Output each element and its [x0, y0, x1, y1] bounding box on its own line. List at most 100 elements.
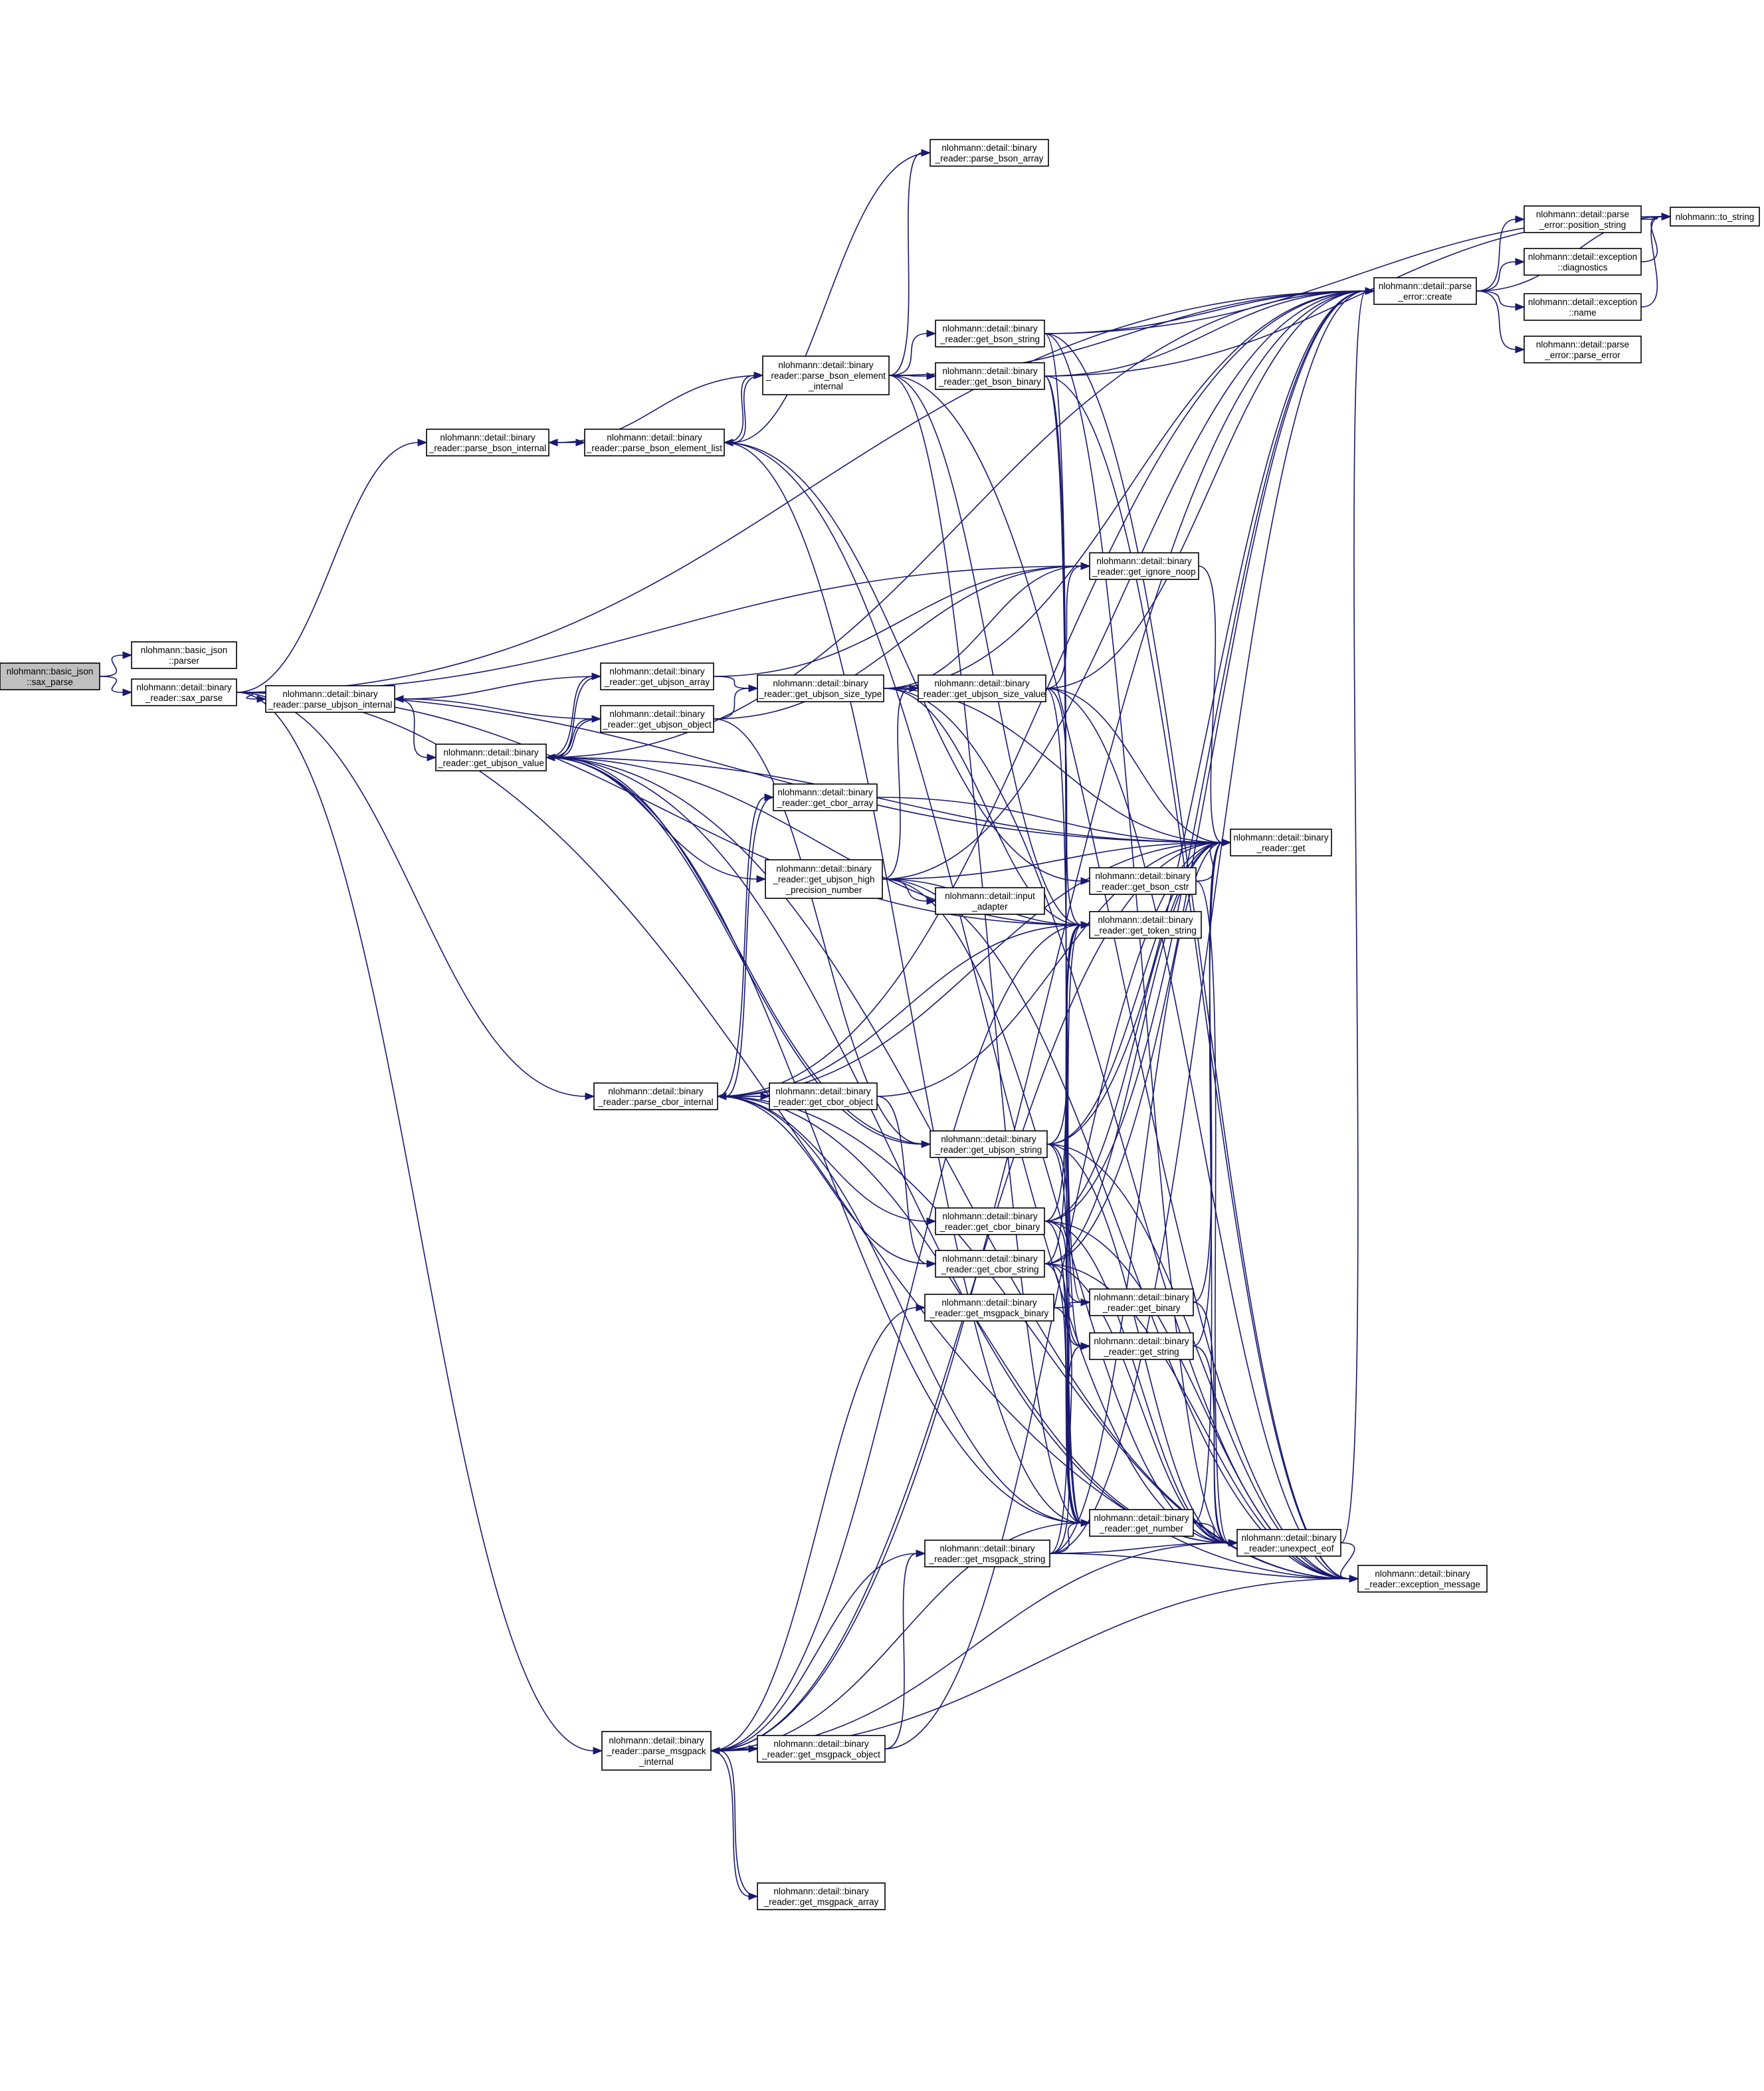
node-label-line: _reader::get_msgpack_array [763, 1897, 879, 1907]
edge-line [717, 797, 766, 1097]
edge-line [717, 1096, 1082, 1524]
node-parse_bson_internal[interactable]: nlohmann::detail::binary_reader::parse_b… [426, 429, 549, 456]
node-parse_cbor_internal[interactable]: nlohmann::detail::binary_reader::parse_c… [593, 1082, 718, 1110]
edge-parse_error_create-to-diagnostics [1476, 258, 1525, 292]
node-get_ubjson_size_value[interactable]: nlohmann::detail::binary_reader::get_ubj… [918, 674, 1046, 702]
node-label-line: nlohmann::detail::parse [1536, 340, 1629, 349]
node-get_msgpack_array[interactable]: nlohmann::detail::binary_reader::get_msg… [757, 1882, 886, 1910]
node-get_token_string[interactable]: nlohmann::detail::binary_reader::get_tok… [1089, 911, 1202, 939]
node-get_msgpack_object[interactable]: nlohmann::detail::binary_reader::get_msg… [757, 1735, 886, 1763]
node-box [935, 1207, 1045, 1235]
edge-get_ubjson_high_precision_number-to-get_ubjson_size_value [882, 684, 920, 880]
node-get_ubjson_size_type[interactable]: nlohmann::detail::binary_reader::get_ubj… [757, 674, 884, 702]
node-get_msgpack_string[interactable]: nlohmann::detail::binary_reader::get_msg… [924, 1540, 1050, 1567]
node-get_cbor_array[interactable]: nlohmann::detail::binary_reader::get_cbo… [773, 783, 878, 811]
node-label-line: nlohmann::detail::exception [1528, 252, 1637, 262]
node-get_bson_string[interactable]: nlohmann::detail::binary_reader::get_bso… [935, 320, 1045, 348]
node-exception_name[interactable]: nlohmann::detail::exception::name [1523, 293, 1642, 321]
node-parse_ubjson_internal[interactable]: nlohmann::detail::binary_reader::parse_u… [265, 685, 395, 713]
edge-line [883, 565, 1082, 689]
node-label-line: _reader::parse_msgpack [606, 1746, 706, 1756]
edge-line [1195, 842, 1223, 882]
node-get_binary[interactable]: nlohmann::detail::binary_reader::get_bin… [1089, 1288, 1194, 1316]
edge-line [888, 333, 928, 376]
edge-get_msgpack_binary-to-get_binary [1053, 1298, 1091, 1308]
edge-line [718, 1750, 758, 1897]
node-parse_bson_element_list[interactable]: nlohmann::detail::binary_reader::parse_b… [584, 429, 725, 456]
edge-line [717, 1096, 928, 1222]
node-label-line: nlohmann::detail::binary [609, 709, 705, 719]
edge-line [1193, 1522, 1230, 1543]
node-get_ubjson_object[interactable]: nlohmann::detail::binary_reader::get_ubj… [600, 705, 714, 733]
edge-line [724, 442, 1230, 1543]
edge-line [1044, 290, 1367, 334]
node-br_get[interactable]: nlohmann::detail::binary_reader::get [1230, 829, 1332, 856]
node-label-line: nlohmann::detail::binary [1096, 556, 1192, 566]
node-box [762, 355, 890, 395]
edge-line [1193, 842, 1223, 1524]
edge-line [553, 757, 931, 1145]
edge-line [402, 676, 601, 700]
node-parse_bson_element_internal[interactable]: nlohmann::detail::binary_reader::parse_b… [762, 355, 890, 395]
edge-line [1340, 1542, 1355, 1579]
edge-get_cbor_string-to-parse_error_create [1044, 287, 1375, 1264]
node-label-line: nlohmann::detail::binary [609, 666, 705, 676]
edge-line [713, 565, 1082, 720]
node-get_ignore_noop[interactable]: nlohmann::detail::binary_reader::get_ign… [1089, 552, 1199, 580]
node-get_cbor_binary[interactable]: nlohmann::detail::binary_reader::get_cbo… [935, 1207, 1045, 1235]
node-label-line: nlohmann::detail::binary [773, 678, 868, 688]
node-box [1089, 911, 1202, 939]
node-get_bson_cstr[interactable]: nlohmann::detail::binary_reader::get_bso… [1089, 867, 1197, 895]
arrowhead-icon [916, 1549, 926, 1557]
edge-get_cbor_array-to-parse_cbor_internal [716, 797, 774, 1100]
arrowhead-icon [1080, 1519, 1091, 1527]
edge-line [710, 1307, 918, 1751]
node-exception_message[interactable]: nlohmann::detail::binary_reader::excepti… [1357, 1565, 1488, 1593]
node-label-line: _reader::unexpect_eof [1243, 1543, 1333, 1553]
node-to_string[interactable]: nlohmann::to_string [1670, 207, 1760, 227]
node-parse_error_ctor[interactable]: nlohmann::detail::parse_error::parse_err… [1523, 336, 1642, 363]
node-label-line: nlohmann::detail::binary [608, 1086, 704, 1096]
node-get_bson_binary[interactable]: nlohmann::detail::binary_reader::get_bso… [935, 362, 1045, 390]
node-get_ubjson_string[interactable]: nlohmann::detail::binary_reader::get_ubj… [930, 1130, 1048, 1158]
node-label-line: _reader::get_bson_binary [938, 377, 1041, 387]
node-label-line: nlohmann::detail::parse [1379, 281, 1472, 291]
node-label-line: nlohmann::detail::input [945, 891, 1035, 901]
node-get_cbor_object[interactable]: nlohmann::detail::binary_reader::get_cbo… [769, 1082, 878, 1110]
node-get_ubjson_value[interactable]: nlohmann::detail::binary_reader::get_ubj… [435, 744, 547, 771]
node-box [1089, 1288, 1194, 1316]
edge-parse_bson_element_internal-to-get_bson_string [888, 330, 937, 376]
edge-sax_parse_root-to-parser [99, 651, 133, 677]
edge-get_ubjson_size_value-to-get_token_string [1045, 688, 1091, 929]
node-label-line: _error::parse_error [1544, 350, 1620, 360]
edge-br_sax_parse-to-parse_bson_internal [236, 439, 428, 693]
node-get_msgpack_binary[interactable]: nlohmann::detail::binary_reader::get_msg… [924, 1294, 1054, 1322]
node-position_string[interactable]: nlohmann::detail::parse_error::position_… [1523, 205, 1642, 233]
node-label-line: _reader::get_ubjson_value [437, 758, 544, 768]
node-unexpect_eof[interactable]: nlohmann::detail::binary_reader::unexpec… [1236, 1529, 1341, 1557]
node-get_string[interactable]: nlohmann::detail::binary_reader::get_str… [1089, 1332, 1194, 1360]
node-get_number[interactable]: nlohmann::detail::binary_reader::get_num… [1089, 1509, 1194, 1537]
node-parse_bson_array[interactable]: nlohmann::detail::binary_reader::parse_b… [930, 139, 1049, 167]
node-br_sax_parse[interactable]: nlohmann::detail::binary_reader::sax_par… [131, 678, 237, 706]
node-box [593, 1082, 718, 1110]
node-parser[interactable]: nlohmann::basic_json::parser [131, 641, 237, 669]
node-input_adapter[interactable]: nlohmann::detail::input_adapter [935, 887, 1045, 915]
node-parse_msgpack_internal[interactable]: nlohmann::detail::binary_reader::parse_m… [601, 1731, 712, 1771]
node-box [930, 1130, 1048, 1158]
node-get_ubjson_high_precision_number[interactable]: nlohmann::detail::binary_reader::get_ubj… [765, 859, 883, 899]
node-parse_error_create[interactable]: nlohmann::detail::parse_error::create [1373, 277, 1477, 305]
arrowhead-icon [1515, 215, 1525, 223]
edge-line [1044, 290, 1367, 1264]
node-label-line: _reader::parse_bson_element [765, 371, 886, 381]
node-get_cbor_string[interactable]: nlohmann::detail::binary_reader::get_cbo… [935, 1250, 1045, 1278]
arrowhead-icon [926, 1260, 937, 1268]
node-get_ubjson_array[interactable]: nlohmann::detail::binary_reader::get_ubj… [600, 662, 714, 690]
node-box [773, 783, 878, 811]
node-label-line: nlohmann::detail::binary [607, 433, 702, 443]
edge-line [1044, 1263, 1351, 1579]
node-sax_parse_root[interactable]: nlohmann::basic_json::sax_parse [0, 662, 100, 690]
node-diagnostics[interactable]: nlohmann::detail::exception::diagnostics [1523, 248, 1642, 276]
node-label-line: _error::create [1397, 292, 1452, 302]
edge-get_ubjson_size_value-to-br_get [1045, 688, 1232, 846]
